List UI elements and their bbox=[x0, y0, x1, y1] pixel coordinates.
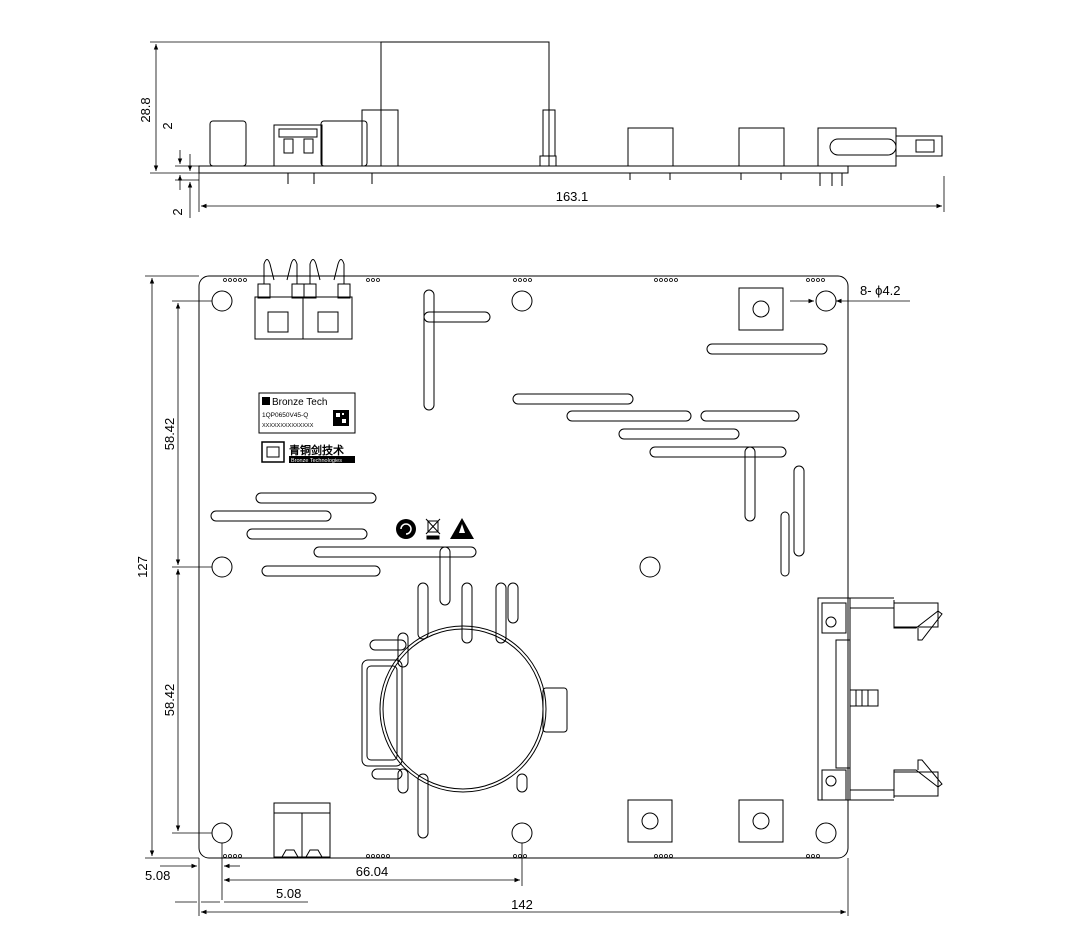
dim-board-width: 142 bbox=[511, 897, 533, 912]
side-box-1 bbox=[627, 127, 674, 167]
label-serial: XXXXXXXXXXXXXX bbox=[262, 423, 314, 429]
qr-code-icon bbox=[333, 410, 349, 426]
product-label: Bronze Tech 1QP0650V45-Q XXXXXXXXXXXXXX … bbox=[258, 392, 356, 464]
side-pcb bbox=[198, 165, 849, 174]
dim-edge-offset: 5.08 bbox=[145, 868, 170, 883]
dim-thickness-top: 2 bbox=[160, 122, 175, 129]
mounting-hole bbox=[511, 822, 533, 844]
isolation-slots bbox=[210, 289, 828, 839]
label-brand: Bronze Tech bbox=[272, 397, 327, 408]
dim-hole-span: 66.04 bbox=[356, 864, 389, 879]
square-pad bbox=[627, 799, 673, 843]
large-capacitor bbox=[379, 625, 547, 793]
input-connector bbox=[254, 259, 353, 340]
mounting-hole bbox=[511, 290, 533, 312]
company-logo-icon bbox=[261, 441, 285, 463]
capacitor-housing bbox=[361, 659, 403, 767]
square-pad bbox=[738, 799, 784, 843]
dim-length: 163.1 bbox=[556, 189, 589, 204]
side-component bbox=[361, 109, 399, 167]
mounting-hole bbox=[639, 556, 661, 578]
dim-lower-pitch: 58.42 bbox=[162, 684, 177, 717]
pcb-outline bbox=[198, 275, 849, 859]
dim-hole-spec: 8- ϕ4.2 bbox=[860, 283, 901, 298]
weee-bin-icon bbox=[425, 518, 441, 540]
side-view bbox=[150, 41, 945, 218]
side-box-2 bbox=[738, 127, 785, 167]
side-connector bbox=[273, 124, 323, 167]
mounting-hole bbox=[211, 822, 233, 844]
esd-icon bbox=[396, 519, 416, 539]
latch-connector bbox=[817, 597, 943, 801]
dim-upper-pitch: 58.42 bbox=[162, 418, 177, 451]
dim-thickness-bottom: 2 bbox=[170, 208, 185, 215]
company-name-cn: 青铜剑技术 bbox=[289, 443, 344, 457]
output-connector bbox=[273, 802, 331, 858]
dim-connector-offset: 5.08 bbox=[276, 886, 301, 901]
top-view bbox=[145, 259, 943, 916]
company-name-en: Bronze Technologies bbox=[291, 458, 342, 464]
mounting-hole bbox=[815, 822, 837, 844]
square-pad bbox=[738, 287, 784, 331]
side-capacitor-left bbox=[209, 120, 247, 167]
safety-symbols bbox=[396, 518, 474, 540]
dim-board-height: 127 bbox=[135, 556, 150, 578]
mounting-hole bbox=[211, 556, 233, 578]
side-capacitor-mid bbox=[320, 120, 368, 167]
dim-height-total: 28.8 bbox=[138, 97, 153, 122]
mounting-hole bbox=[211, 290, 233, 312]
mounting-hole bbox=[815, 290, 837, 312]
label-model: 1QP0650V45-Q bbox=[262, 412, 308, 419]
side-transformer bbox=[380, 41, 550, 166]
